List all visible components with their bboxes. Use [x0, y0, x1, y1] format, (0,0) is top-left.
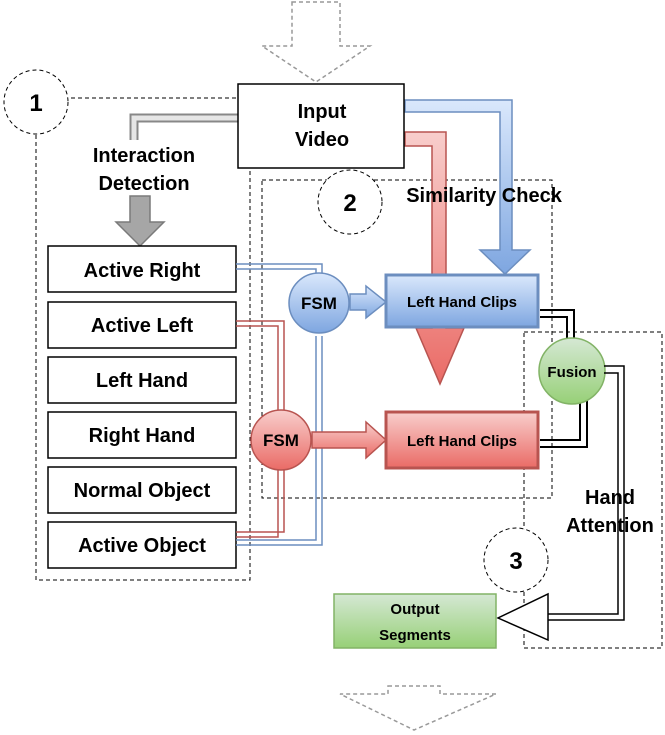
interaction-detection-line1: Interaction: [93, 145, 195, 167]
stage1-region: [35, 97, 251, 581]
fsm-to-clips-blue-arrow: [349, 284, 388, 320]
fusion-to-output-arrowhead: [496, 592, 549, 642]
fsm-to-clips-red-arrow: [311, 420, 388, 460]
fusion-label: Fusion: [547, 364, 596, 381]
input-video-box: [237, 83, 405, 169]
clips-box-bottom: [384, 410, 540, 470]
output-segments-box: [333, 593, 497, 649]
state-box-right-hand: [47, 411, 237, 459]
clips-to-fusion-lines: [540, 309, 588, 448]
state-box-active-left: [47, 301, 237, 349]
interaction-detection-line2: Detection: [98, 173, 189, 195]
hand-attention-line1: Hand: [585, 487, 635, 509]
fsm-node-top: [288, 272, 350, 334]
stage-2-number: 2: [343, 190, 356, 217]
fsm-label-top: FSM: [301, 294, 337, 313]
interaction-arrow-top: [129, 113, 238, 140]
state-active-object: Active Object: [78, 535, 206, 557]
state-active-left: Active Left: [91, 315, 194, 337]
state-box-active-object: [47, 521, 237, 569]
clips-box-top: [384, 273, 540, 329]
hand-attention-line2: Attention: [566, 515, 654, 537]
input-video-line1: Input: [298, 101, 347, 123]
input-flow-arrow: [259, 1, 373, 83]
output-segments-line2: Segments: [379, 627, 451, 644]
similarity-check-label: Similarity Check: [406, 185, 563, 207]
input-to-clips-blue-arrow: [404, 99, 532, 276]
clips-label-bottom: Left Hand Clips: [407, 433, 517, 450]
state-normal-object: Normal Object: [74, 480, 211, 502]
state-right-hand: Right Hand: [89, 425, 196, 447]
stage2-region: [261, 179, 553, 499]
state-box-active-right: [47, 245, 237, 293]
state-left-hand: Left Hand: [96, 370, 188, 392]
interaction-arrow-head: [114, 195, 166, 248]
stage-3-number: 3: [509, 548, 522, 575]
fusion-node: [538, 337, 606, 405]
stage-2-marker: [317, 169, 383, 235]
fsm-node-bottom: [250, 409, 312, 471]
fusion-to-output-arrow: [544, 365, 625, 621]
fsm-label-bottom: FSM: [263, 431, 299, 450]
stage-1-marker: [3, 69, 69, 135]
stage-3-marker: [483, 527, 549, 593]
clips-label-top: Left Hand Clips: [407, 294, 517, 311]
output-flow-arrow: [339, 685, 497, 731]
input-video-line2: Video: [295, 129, 349, 151]
state-box-left-hand: [47, 356, 237, 404]
state-active-right: Active Right: [84, 260, 201, 282]
red-state-connectors: [236, 320, 285, 538]
state-box-normal-object: [47, 466, 237, 514]
output-segments-line1: Output: [390, 601, 439, 618]
stage-1-number: 1: [29, 90, 42, 117]
stage3-region: [523, 331, 663, 649]
input-to-clips-red-arrow: [404, 131, 466, 386]
